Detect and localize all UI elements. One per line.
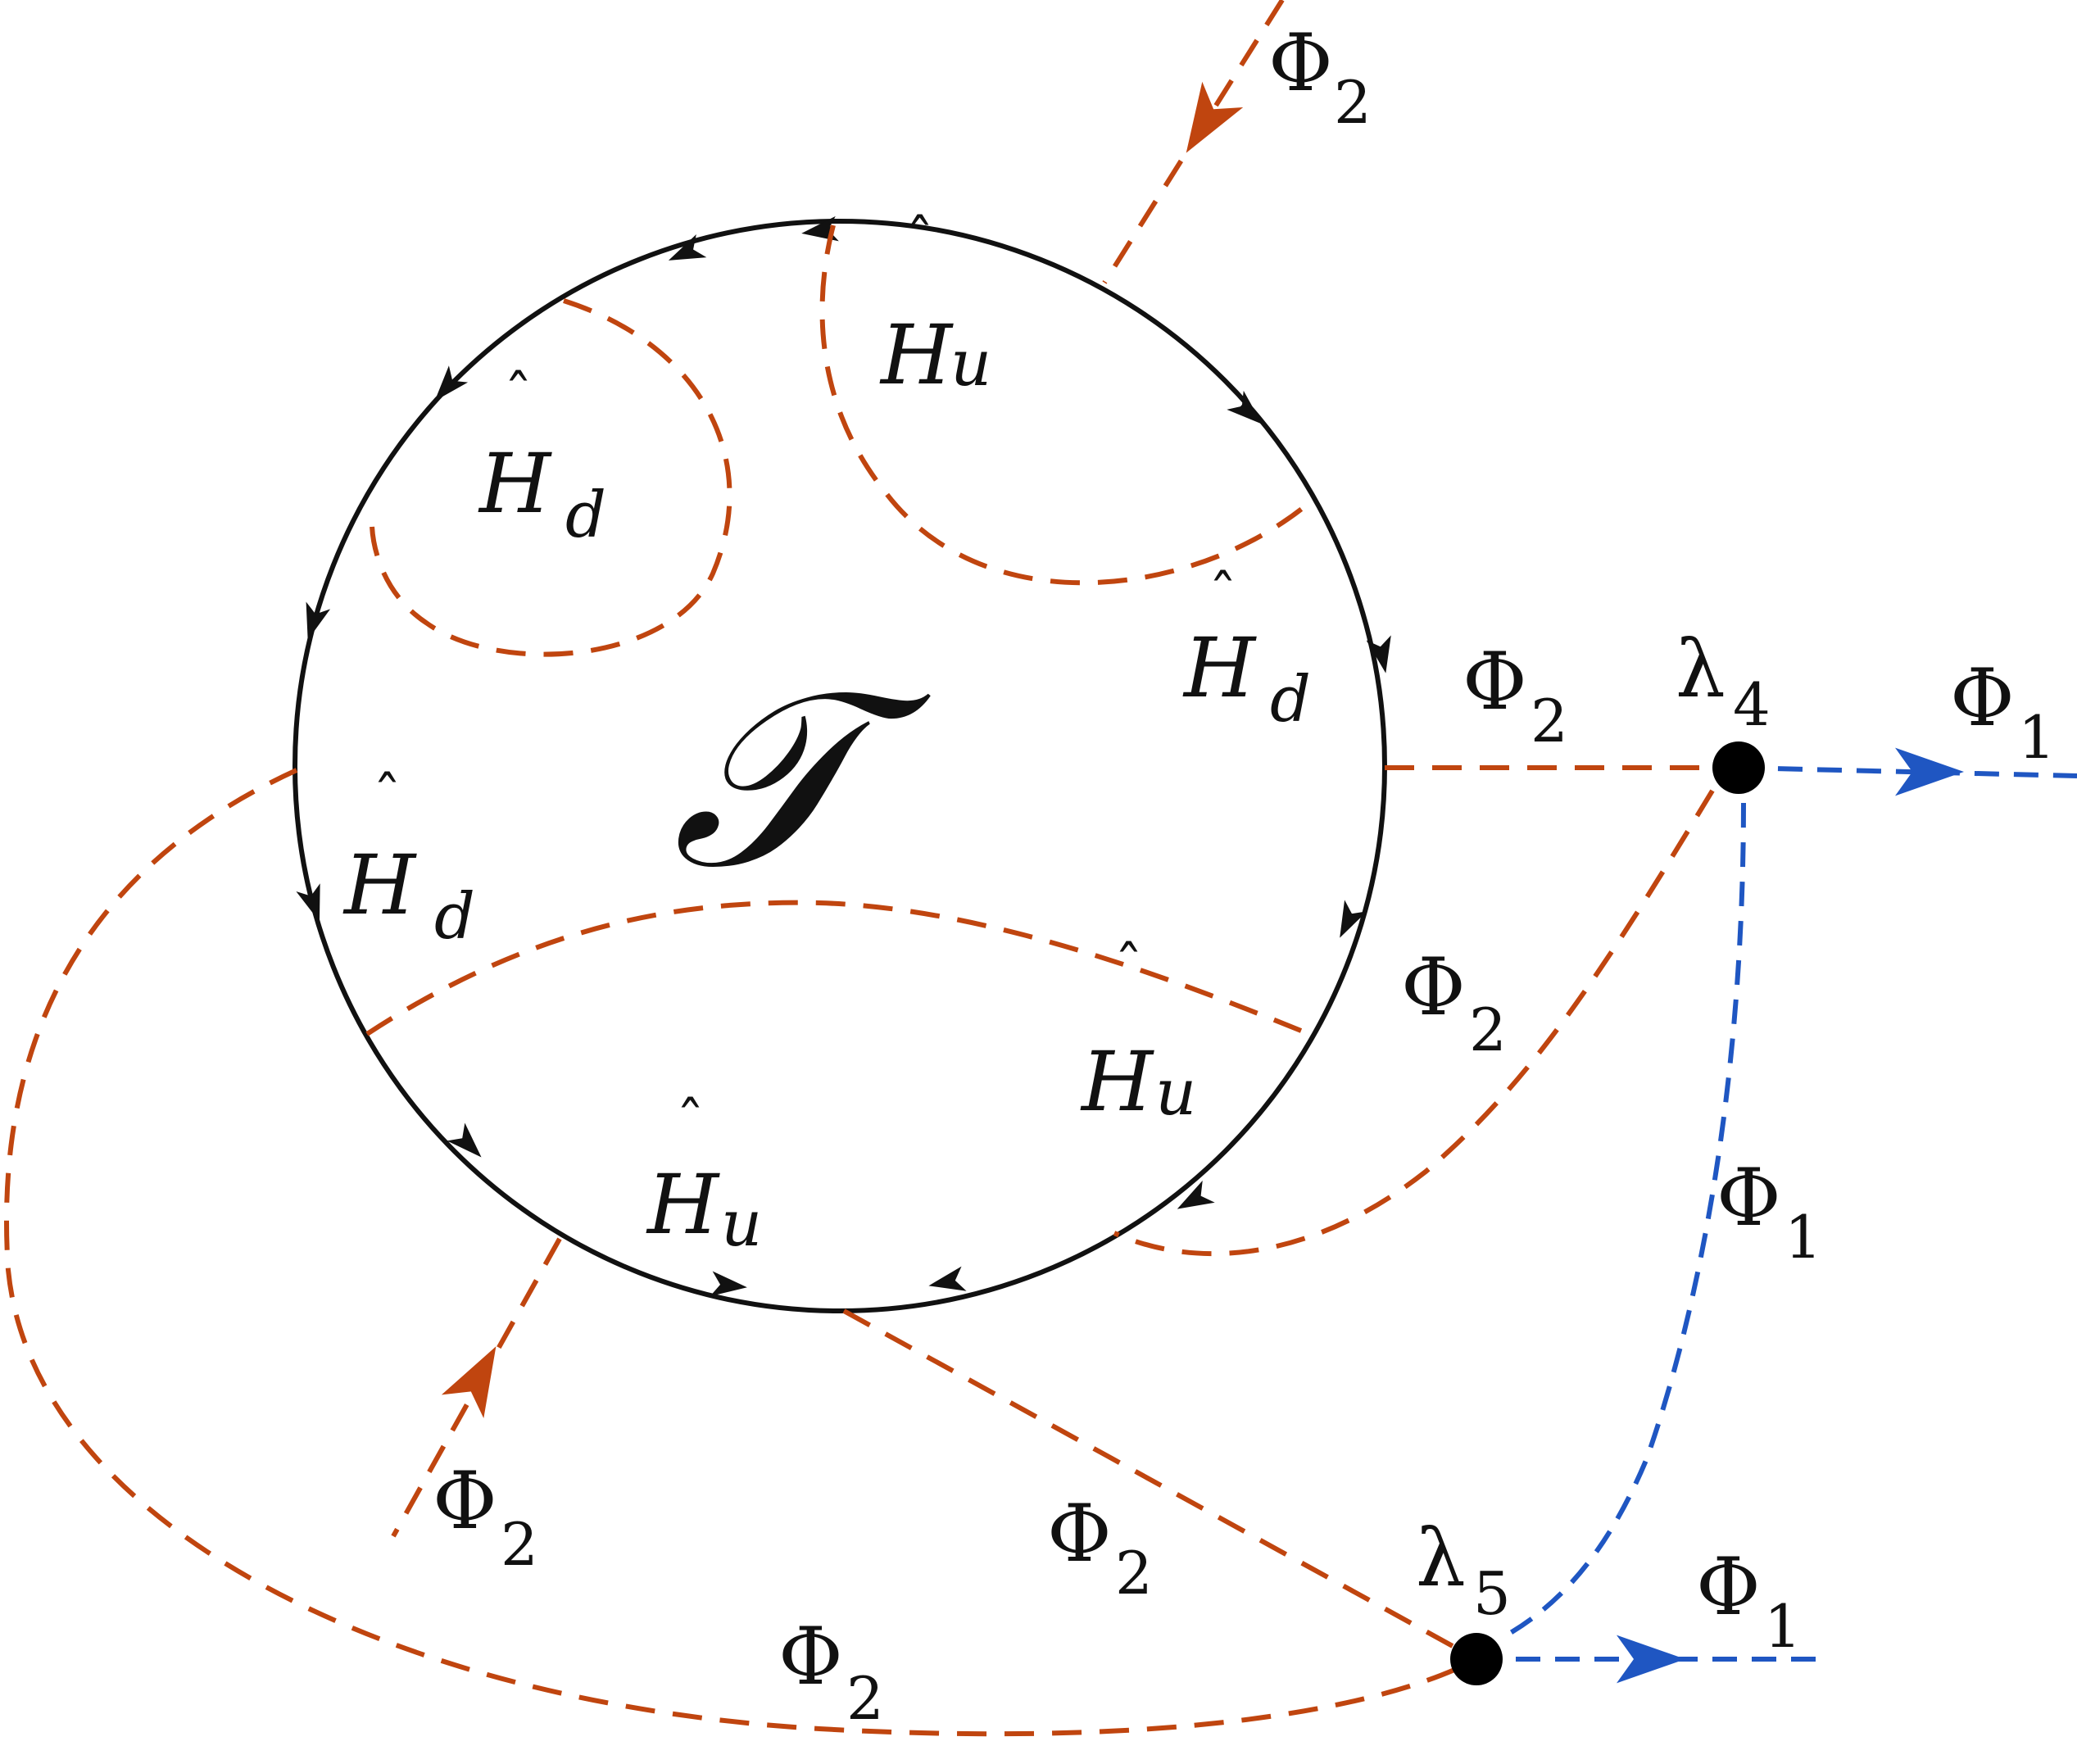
svg-text:u: u [950, 327, 991, 401]
phi2-chord [365, 900, 1303, 1036]
label-phi2-right-mid: Φ 2 [1401, 941, 1507, 1064]
label-phi1-right: Φ 1 [1950, 652, 2056, 772]
loop-arrow-5 [1177, 1180, 1215, 1209]
label-hd-upper-left: ˆ H d [478, 363, 606, 552]
svg-text:H: H [646, 1157, 720, 1253]
label-lambda4: λ 4 [1676, 624, 1771, 739]
svg-text:Φ: Φ [1716, 1152, 1781, 1244]
label-hu-top: ˆ H u [879, 207, 991, 403]
svg-text:ˆ: ˆ [1209, 563, 1237, 630]
label-lambda5: λ 5 [1416, 1512, 1511, 1628]
svg-text:4: 4 [1733, 670, 1771, 739]
loop-arrow-6 [928, 1266, 967, 1291]
svg-text:u: u [1155, 1056, 1196, 1130]
svg-text:ˆ: ˆ [676, 1090, 705, 1157]
svg-text:d: d [1270, 663, 1311, 737]
svg-text:ˆ: ˆ [373, 764, 401, 832]
loop-arrow-2 [1227, 390, 1263, 424]
svg-text:ˆ: ˆ [504, 363, 533, 430]
phi2-arrows [441, 81, 1244, 1418]
loop-arrow-11 [434, 365, 469, 401]
svg-text:Φ: Φ [1696, 1541, 1761, 1633]
svg-text:Φ: Φ [1463, 636, 1527, 728]
phi2-lambda4-curve [1113, 789, 1715, 1256]
vertex-lambda5 [1450, 1633, 1503, 1685]
label-hu-right: ˆ H u [1080, 934, 1196, 1130]
svg-text:Φ: Φ [1401, 941, 1466, 1033]
svg-text:Φ: Φ [1268, 17, 1333, 109]
svg-text:d: d [565, 478, 606, 552]
svg-text:2: 2 [501, 1510, 538, 1579]
label-phi1-lower: Φ 1 [1696, 1541, 1802, 1661]
svg-text:H: H [342, 837, 417, 933]
svg-text:H: H [1080, 1034, 1154, 1130]
svg-text:λ: λ [1416, 1512, 1466, 1604]
svg-text:1: 1 [1764, 1592, 1802, 1661]
svg-text:1: 1 [1784, 1203, 1822, 1272]
svg-text:Φ: Φ [1047, 1488, 1112, 1580]
loop-arrow-4 [1340, 900, 1367, 938]
loop-arrow-8 [447, 1122, 482, 1158]
svg-text:λ: λ [1676, 624, 1726, 715]
loop-arrow-10 [306, 601, 331, 641]
phi2-to-lambda5 [842, 1308, 1478, 1662]
svg-text:1: 1 [2018, 703, 2056, 772]
phi2-propagators [3, 0, 1739, 1737]
label-phi2-lower-mid: Φ 2 [1047, 1488, 1153, 1608]
label-phi2-top: Φ 2 [1268, 17, 1372, 137]
svg-text:ˆ: ˆ [1114, 934, 1143, 1001]
svg-text:H: H [1182, 620, 1257, 716]
svg-text:H: H [879, 307, 954, 403]
svg-text:d: d [434, 880, 475, 954]
loop-arrows [296, 215, 1391, 1297]
label-phi1-mid: Φ 1 [1716, 1152, 1822, 1272]
label-hu-bottom: ˆ H u [646, 1090, 762, 1261]
label-hd-left: ˆ H d [342, 764, 475, 954]
vertex-lambda4 [1712, 741, 1765, 794]
label-phi2-bottom: Φ 2 [778, 1611, 884, 1733]
label-phi2-lower-left: Φ 2 [433, 1455, 538, 1579]
center-label: 𝒯 [672, 637, 933, 923]
phi2-arrow-top [1186, 81, 1244, 153]
phi2-self-loop-hu [819, 224, 1304, 586]
loop-arrow-1 [801, 215, 839, 242]
loop-arrow-7 [710, 1271, 747, 1297]
phi2-arrow-bottom [441, 1346, 497, 1418]
svg-text:H: H [478, 436, 552, 532]
svg-text:Φ: Φ [433, 1455, 497, 1547]
svg-text:Φ: Φ [778, 1611, 843, 1703]
loop-arrow-12 [668, 234, 707, 261]
svg-text:Φ: Φ [1950, 652, 2015, 744]
phi1-arrows [1617, 747, 1964, 1684]
svg-text:2: 2 [1469, 995, 1507, 1064]
loop-arrow-3 [1366, 635, 1391, 673]
svg-text:2: 2 [1115, 1539, 1153, 1608]
svg-text:5: 5 [1473, 1559, 1511, 1628]
svg-text:2: 2 [1334, 68, 1372, 137]
phi2-external-top [1102, 0, 1285, 284]
phi1-lambda4-lambda5 [1506, 802, 1746, 1637]
svg-text:2: 2 [846, 1664, 884, 1733]
svg-text:2: 2 [1531, 687, 1568, 755]
label-hd-right: ˆ H d [1182, 563, 1311, 737]
svg-text:ˆ: ˆ [905, 207, 934, 274]
loop-arrow-9 [296, 883, 320, 922]
svg-text:u: u [721, 1187, 762, 1261]
phi2-self-loop-hd [369, 298, 732, 657]
label-phi2-lambda4: Φ 2 [1463, 636, 1568, 755]
